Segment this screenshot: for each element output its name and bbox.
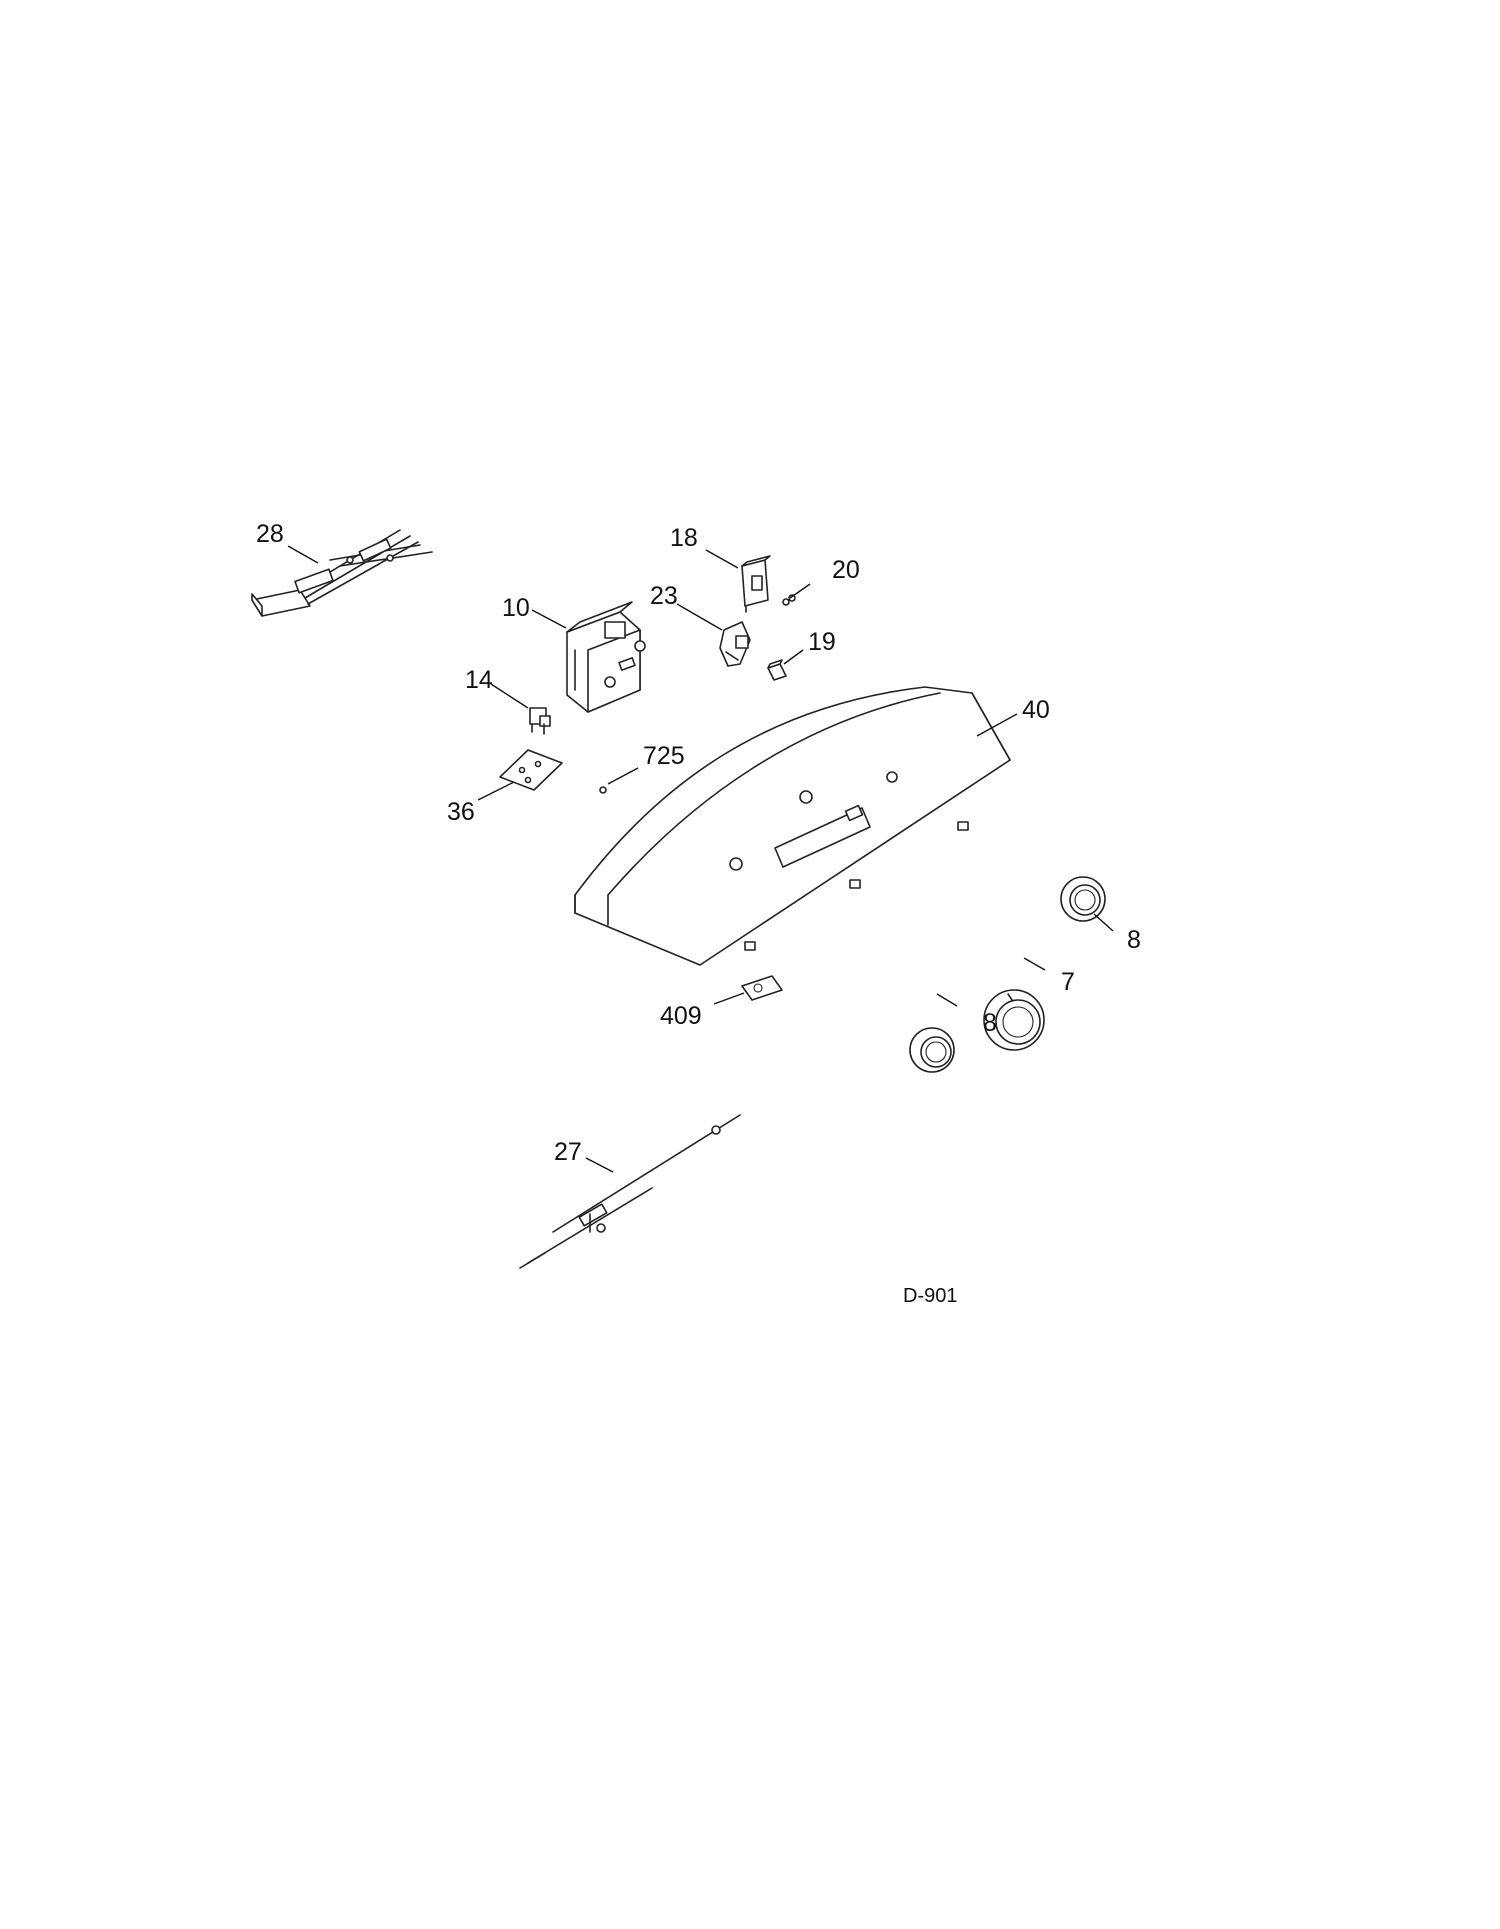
callout-36: 36	[447, 798, 475, 826]
part-8-knob-right	[1060, 876, 1106, 922]
leader-lines	[287, 545, 1114, 1173]
diagram-id-label: D-901	[903, 1285, 958, 1307]
part-36-plate	[499, 749, 563, 791]
part-725-screw	[599, 786, 607, 794]
callout-27: 27	[554, 1138, 582, 1166]
part-27-wire-harness	[519, 1114, 741, 1269]
part-409-nameplate	[741, 975, 783, 1001]
callout-725: 725	[643, 742, 685, 770]
callout-7: 7	[1061, 968, 1075, 996]
part-18-switch	[741, 555, 771, 613]
part-28-wire-harness	[251, 529, 433, 617]
callout-409: 409	[660, 1002, 702, 1030]
callout-18: 18	[670, 524, 698, 552]
part-40-control-panel	[574, 686, 1011, 966]
part-14-switch	[529, 707, 551, 735]
callout-20: 20	[832, 556, 860, 584]
callout-8-right: 8	[1127, 926, 1141, 954]
part-19-insert	[767, 659, 787, 681]
part-8-knob-left	[909, 1027, 955, 1073]
callout-10: 10	[502, 594, 530, 622]
callout-28: 28	[256, 520, 284, 548]
part-7-knob-large	[983, 989, 1045, 1051]
callout-40: 40	[1022, 696, 1050, 724]
callout-23: 23	[650, 582, 678, 610]
part-23-lamp-switch	[719, 621, 751, 667]
callout-8-left: 8	[983, 1009, 997, 1037]
part-10-timer	[566, 601, 646, 713]
part-20-clip	[782, 594, 796, 606]
callout-19: 19	[808, 628, 836, 656]
callout-14: 14	[465, 666, 493, 694]
